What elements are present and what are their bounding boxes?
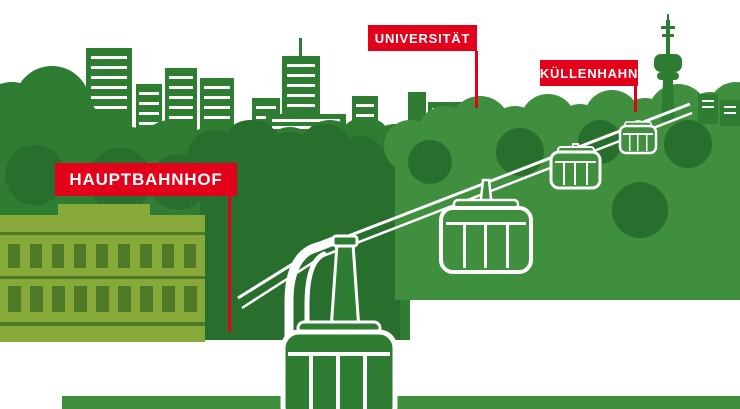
- gondola-small-icon: [549, 143, 602, 190]
- leader-line-kuellenhahn: [634, 86, 637, 112]
- station-label-universitaet: UNIVERSITÄT: [368, 25, 477, 51]
- antenna-icon: [299, 38, 302, 56]
- base-band: [0, 322, 205, 326]
- skyline-building: [698, 94, 740, 126]
- ground-strip: [62, 396, 740, 409]
- station-label-hauptbahnhof: HAUPTBAHNHOF: [55, 163, 237, 196]
- gondola-tiny-icon: [618, 120, 658, 155]
- string-course: [0, 276, 205, 279]
- building-windows-row: [8, 286, 197, 312]
- tree-blob: [408, 140, 452, 184]
- tree-blob: [612, 182, 668, 238]
- gondola-arm: [329, 242, 361, 332]
- tree-blob: [664, 120, 712, 168]
- building-windows-row: [8, 244, 196, 268]
- station-label-kuellenhahn: KÜLLENHAHN: [540, 60, 638, 86]
- gondola-medium-icon: [439, 178, 533, 274]
- leader-line-universitaet: [475, 51, 478, 108]
- tv-tower-icon: [654, 14, 682, 122]
- gondola-large-icon: [280, 234, 398, 409]
- gondola-grip: [331, 234, 359, 248]
- leader-line-hauptbahnhof: [228, 196, 231, 332]
- cornice-line: [0, 232, 205, 235]
- station-building-hauptbahnhof: [0, 204, 205, 342]
